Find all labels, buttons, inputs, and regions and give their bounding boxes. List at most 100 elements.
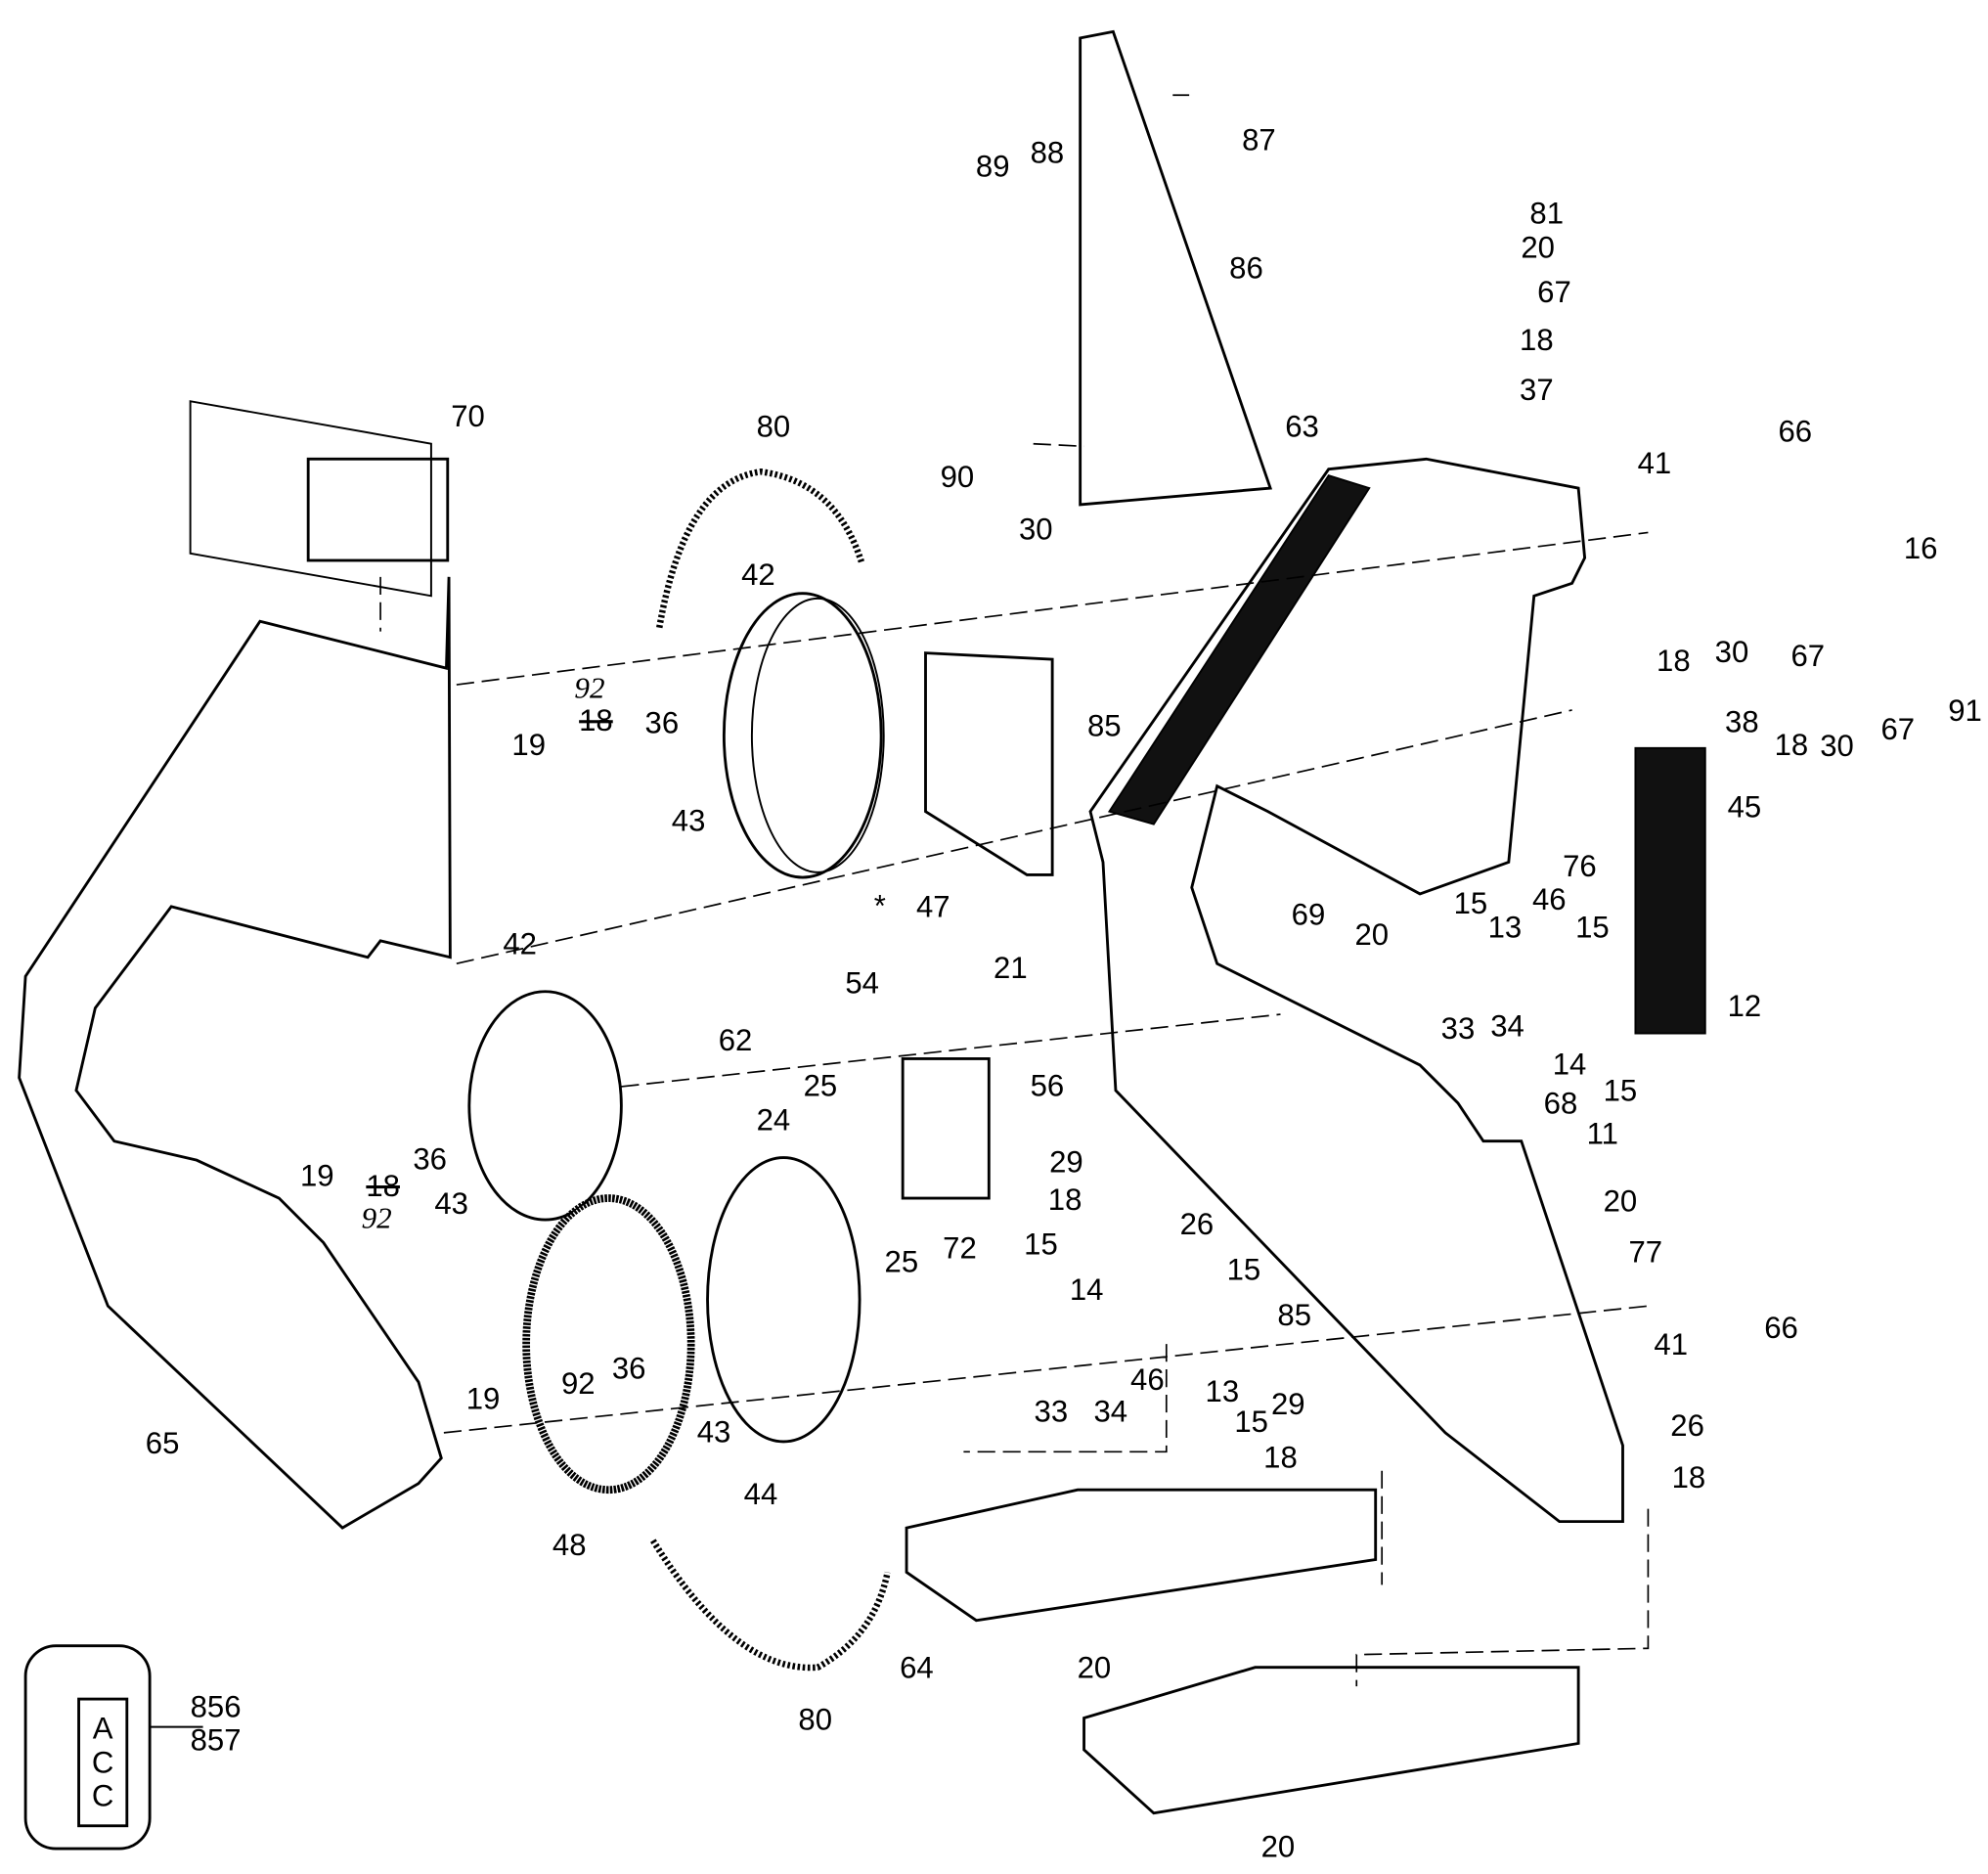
part-label-21: 21 [994,951,1028,985]
part-label-90: 90 [941,460,975,494]
part-label-857: 857 [191,1722,242,1757]
part-label-26: 26 [1670,1408,1704,1443]
part-label-63: 63 [1285,409,1319,443]
accessory-tag-letter: C [92,1746,113,1780]
part-label-25: 25 [804,1068,838,1102]
part-65-window [189,400,432,598]
assembly-lines [379,94,1650,1687]
part-label-54: 54 [845,965,879,1000]
accessory-tag-letter: C [92,1778,113,1812]
part-45-panel [1634,746,1706,1035]
part-label-65: 65 [146,1426,180,1460]
part-label-18: 18 [366,1169,400,1203]
part-label-16: 16 [1904,531,1938,565]
part-label-18: 18 [1048,1182,1082,1217]
part-label-15: 15 [1454,886,1488,920]
part-label-19: 19 [300,1159,334,1193]
part-label-20: 20 [1521,231,1555,265]
part-label-80: 80 [798,1703,832,1737]
part-label-18: 18 [579,703,613,737]
part-label-72: 72 [943,1230,977,1265]
part-48-tire [522,1194,695,1495]
part-label-77: 77 [1629,1234,1663,1269]
part-label-15: 15 [1604,1074,1638,1108]
part-42-wheel-middle [467,990,623,1222]
part-label-14: 14 [1553,1047,1587,1081]
part-label-76: 76 [1563,849,1597,883]
part-label-856: 856 [191,1690,242,1724]
part-label-92: 92 [561,1366,596,1401]
part-label-33: 33 [1035,1395,1069,1429]
part-42-wheel-rim [750,597,885,873]
part-label-13: 13 [1488,910,1523,944]
part-label-14: 14 [1070,1272,1104,1307]
part-label-36: 36 [413,1142,447,1177]
part-42-wheel-upper [722,592,883,879]
part-54-switch [901,1057,991,1200]
part-label-46: 46 [1532,882,1567,916]
part-label-36: 36 [645,706,680,740]
accessory-tag-letter: A [93,1712,113,1746]
part-label-48: 48 [552,1528,587,1562]
part-label-30: 30 [1820,729,1854,763]
part-label-67: 67 [1537,275,1571,309]
asterisk-mark: * [874,888,886,922]
part-label-62: 62 [719,1023,753,1057]
part-label-20: 20 [1078,1651,1112,1685]
part-label-15: 15 [1234,1405,1268,1439]
part-label-41: 41 [1654,1327,1688,1361]
part-44-wheel-lower [706,1156,861,1444]
part-label-43: 43 [434,1186,468,1221]
part-63-frame-stripe [1107,473,1371,825]
part-80-blade-bottom [650,1539,891,1672]
part-label-64: 64 [900,1651,934,1685]
part-label-24: 24 [757,1102,791,1137]
part-label-91: 91 [1948,693,1982,728]
part-label-46: 46 [1130,1362,1165,1397]
part-label-66: 66 [1778,415,1812,449]
part-label-67: 67 [1880,712,1915,746]
part-label-80: 80 [757,409,791,443]
part-70-label [306,457,450,562]
part-label-66: 66 [1764,1311,1798,1345]
part-label-29: 29 [1271,1387,1305,1421]
part-label-20: 20 [1261,1829,1296,1863]
part-label-68: 68 [1544,1087,1578,1121]
part-label-36: 36 [612,1352,646,1386]
part-label-18: 18 [1263,1440,1298,1474]
part-label-30: 30 [1019,512,1053,546]
part-64-base-lower [1082,1666,1580,1815]
part-label-85: 85 [1277,1298,1311,1332]
part-label-92: 92 [362,1201,392,1235]
part-label-43: 43 [697,1414,731,1449]
part-label-11: 11 [1587,1117,1618,1151]
part-label-38: 38 [1725,704,1759,738]
part-label-12: 12 [1728,989,1762,1023]
part-label-18: 18 [1775,728,1809,762]
part-86-bracket [1079,29,1273,507]
part-label-56: 56 [1031,1068,1065,1102]
part-label-87: 87 [1242,122,1276,156]
part-47-motor [924,651,1054,876]
part-label-85: 85 [1087,708,1122,742]
part-label-89: 89 [976,150,1010,184]
accessory-tag [77,1697,129,1828]
part-label-29: 29 [1049,1144,1083,1179]
part-label-18: 18 [1657,644,1691,678]
part-label-43: 43 [672,804,706,838]
part-label-86: 86 [1229,250,1263,285]
part-65-cover [18,576,452,1530]
part-label-42: 42 [741,558,775,592]
part-label-15: 15 [1227,1252,1261,1286]
part-label-18: 18 [1520,323,1554,357]
part-label-30: 30 [1715,635,1749,669]
part-label-15: 15 [1575,910,1610,944]
part-label-15: 15 [1024,1227,1058,1262]
part-label-13: 13 [1206,1374,1240,1408]
part-63-frame [1088,457,1624,1524]
part-label-44: 44 [744,1477,778,1511]
part-label-81: 81 [1529,197,1564,231]
part-shapes [18,29,1706,1851]
